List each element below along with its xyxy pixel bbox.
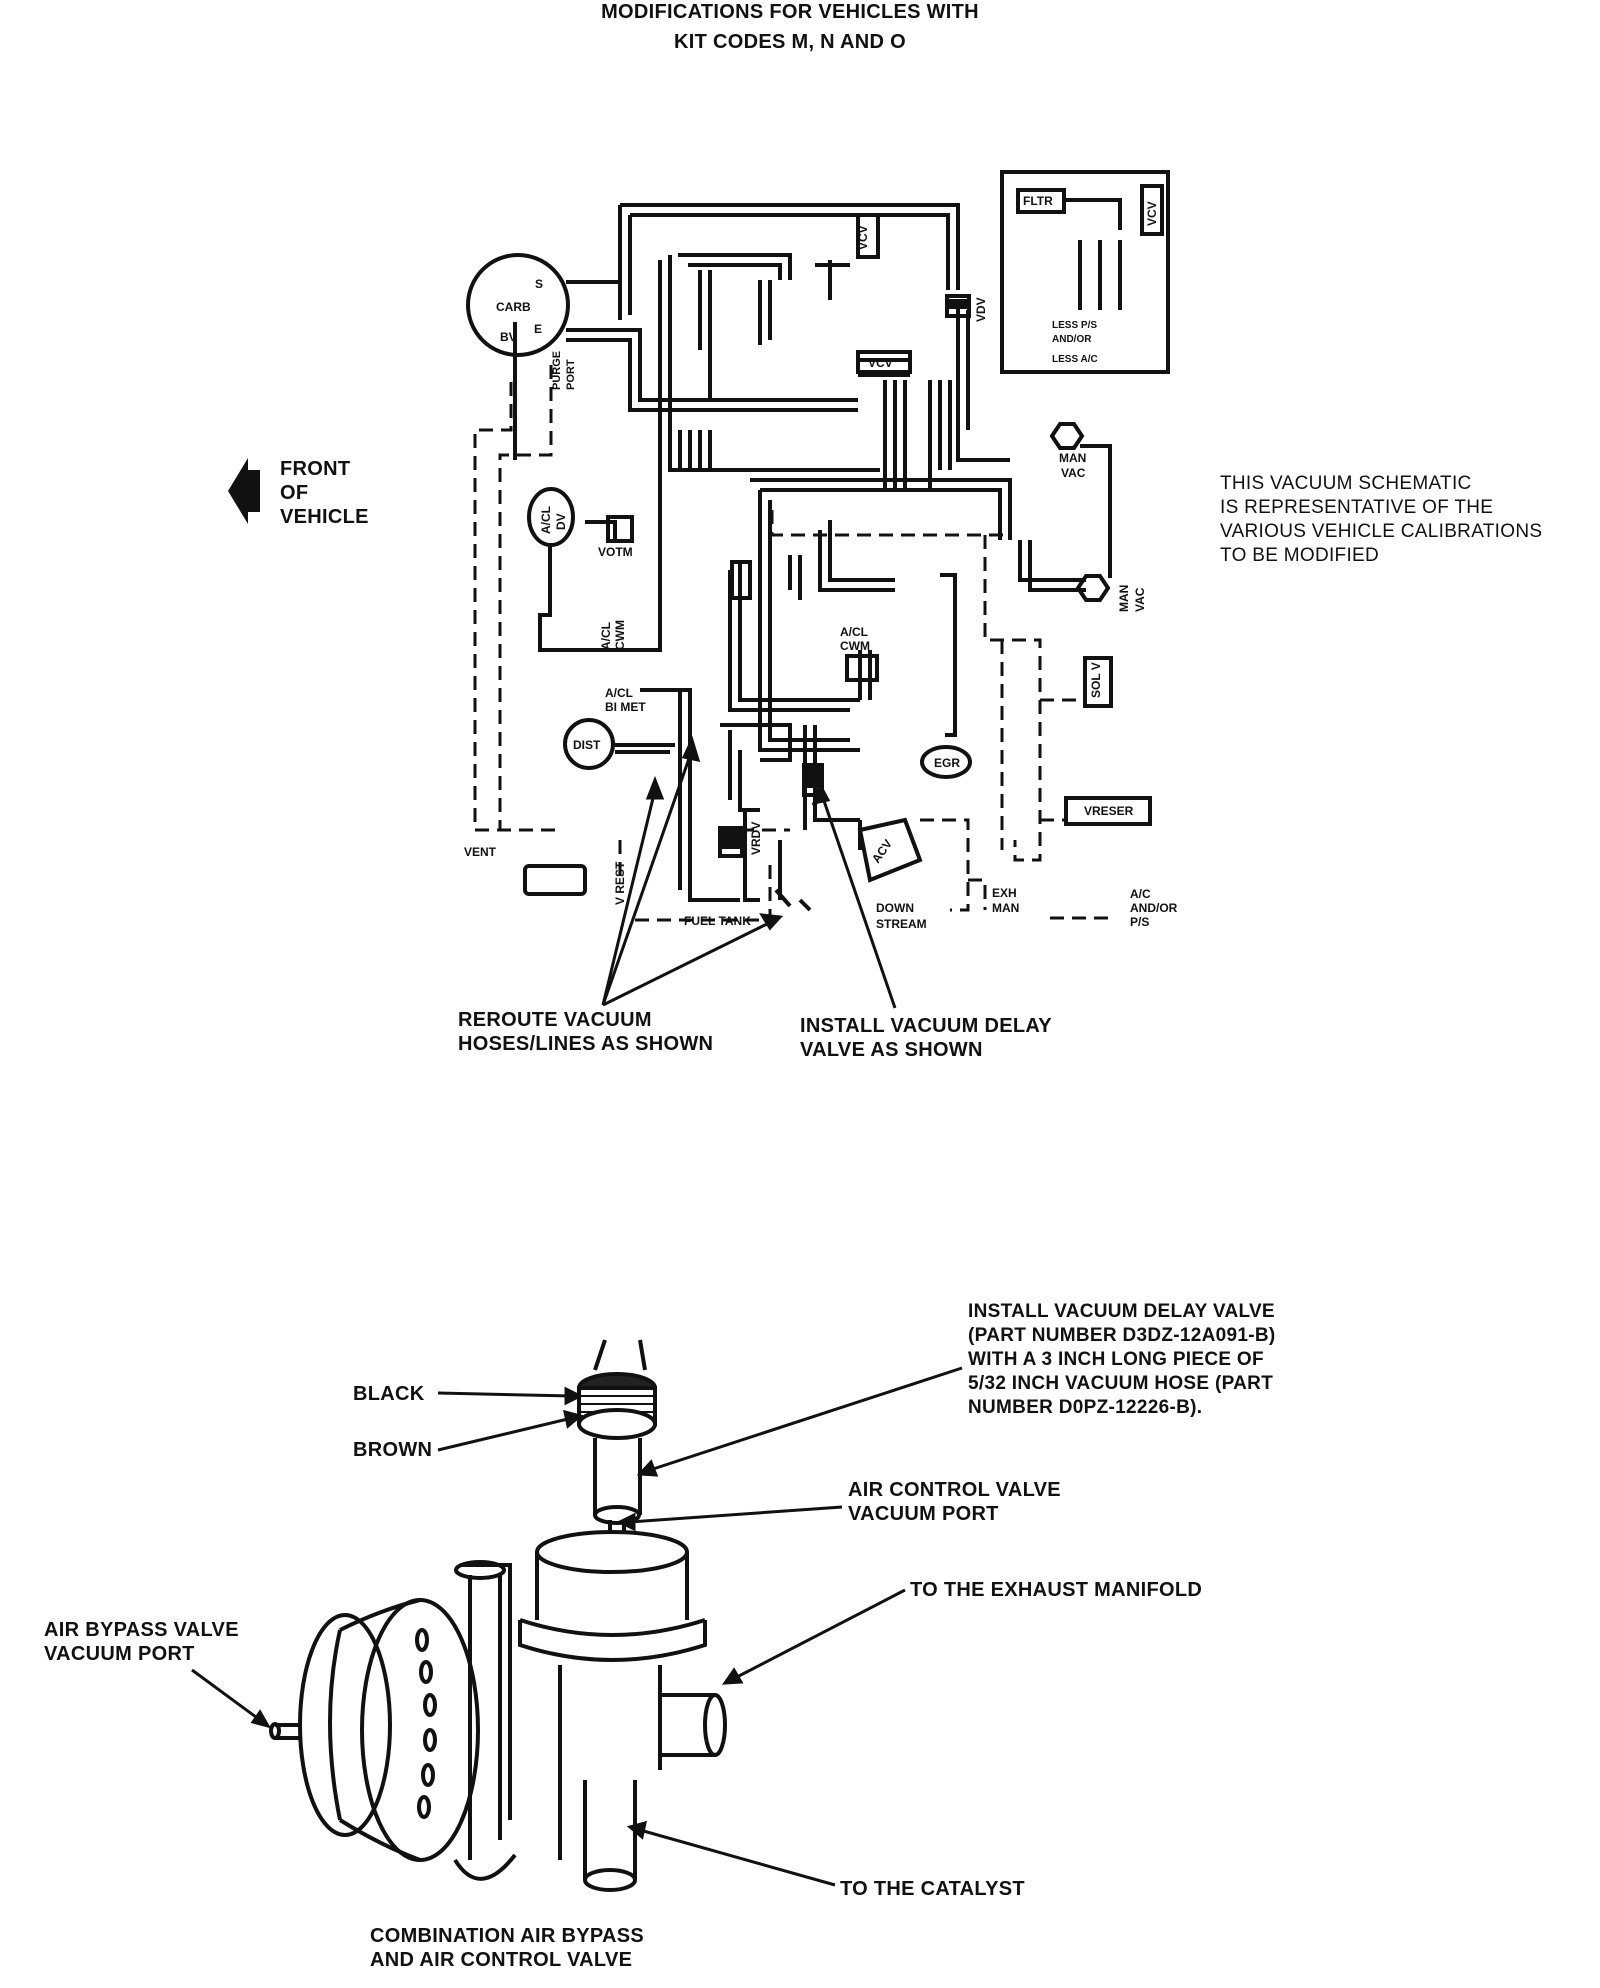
valve-caption: COMBINATION AIR BYPASS AND AIR CONTROL V…	[370, 1925, 645, 1971]
title-line1: MODIFICATIONS FOR VEHICLES WITH	[601, 1, 979, 23]
acl-cwm-cwm-1: CWM	[613, 620, 627, 650]
catalyst-label: TO THE CATALYST	[840, 1878, 1025, 1900]
dist-label: DIST	[573, 738, 601, 752]
vcv-label-2: VCV	[868, 356, 893, 370]
carb-label: CARB	[496, 300, 531, 314]
man-vac-bottom-man: MAN	[1117, 585, 1131, 612]
acv-port-label: AIR CONTROL VALVE VACUUM PORT	[848, 1479, 1061, 1525]
vreser-label: VRESER	[1084, 804, 1134, 818]
less-ps-label: LESS P/S	[1052, 320, 1097, 331]
acl-cwm-acl-2: A/CL	[840, 625, 868, 639]
egr-label: EGR	[934, 756, 960, 770]
carb-s-label: S	[535, 277, 543, 291]
ac-legend-ac: A/C	[1130, 887, 1151, 901]
stream-label: STREAM	[876, 917, 927, 931]
install-callout: INSTALL VACUUM DELAY VALVE AS SHOWN	[800, 1015, 1052, 1061]
acv-label: ACV	[869, 837, 895, 866]
acl-cwm-cwm-2: CWM	[840, 639, 870, 653]
brown-label: BROWN	[353, 1439, 433, 1461]
acl-bimet-label: BI MET	[605, 700, 646, 714]
acl-cwm-acl-1: A/CL	[599, 622, 613, 650]
inset-box	[1000, 170, 1170, 374]
ac-legend-andor: AND/OR	[1130, 901, 1178, 915]
solv-label: SOL V	[1089, 662, 1103, 698]
acl-dv-acl: A/CL	[539, 506, 553, 534]
title-line2: KIT CODES M, N AND O	[674, 31, 906, 53]
vdv-label: VDV	[974, 297, 988, 322]
purge-label: PURGE	[551, 351, 563, 390]
front-arrow-icon	[228, 458, 260, 524]
schematic-note: THIS VACUUM SCHEMATIC IS REPRESENTATIVE …	[1220, 473, 1543, 566]
exhaust-label: TO THE EXHAUST MANIFOLD	[910, 1579, 1203, 1601]
black-label: BLACK	[353, 1383, 425, 1405]
vcv-label-1: VCV	[856, 225, 870, 250]
carb-circle	[466, 253, 570, 357]
ac-legend-ps: P/S	[1130, 915, 1149, 929]
dist-circle	[563, 718, 615, 770]
acl-dv-dv: DV	[554, 513, 568, 530]
carb-e-label: E	[534, 322, 542, 336]
man-vac-top-vac: VAC	[1061, 466, 1086, 480]
inset-vcv-label: VCV	[1145, 201, 1159, 226]
install-delay-valve-note: INSTALL VACUUM DELAY VALVE (PART NUMBER …	[968, 1301, 1276, 1418]
man-vac-top-man: MAN	[1059, 451, 1086, 465]
fltr-label: FLTR	[1023, 194, 1053, 208]
egr-ellipse	[920, 745, 972, 779]
abv-port-label: AIR BYPASS VALVE VACUUM PORT	[44, 1619, 239, 1665]
vrest-label: V REST	[613, 861, 627, 905]
vent-label: VENT	[464, 845, 497, 859]
vrdv-label: VRDV	[749, 822, 763, 855]
man-vac-top	[1049, 422, 1085, 450]
front-of-vehicle-label: FRONT OF VEHICLE	[280, 458, 369, 528]
down-label: DOWN	[876, 901, 914, 915]
less-ac-label: LESS A/C	[1052, 354, 1098, 365]
port-label: PORT	[565, 359, 577, 390]
acl-bimet-acl: A/CL	[605, 686, 633, 700]
fuel-tank-label: FUEL TANK	[684, 914, 751, 928]
and-or-label: AND/OR	[1052, 334, 1092, 345]
exh-label: EXH	[992, 886, 1017, 900]
reroute-callout: REROUTE VACUUM HOSES/LINES AS SHOWN	[458, 1009, 714, 1055]
page-title: MODIFICATIONS FOR VEHICLES WITH KIT CODE…	[500, 0, 1080, 54]
combination-valve-drawing	[191, 1339, 963, 1892]
vacuum-schematic-diagram: CARB S E BV PURGE PORT VCV VCV VDV FLTR …	[464, 170, 1178, 1009]
carb-bv-label: BV	[500, 330, 517, 344]
exh-man-label: MAN	[992, 901, 1019, 915]
votm-label: VOTM	[598, 545, 633, 559]
man-vac-bottom-vac: VAC	[1133, 587, 1147, 612]
